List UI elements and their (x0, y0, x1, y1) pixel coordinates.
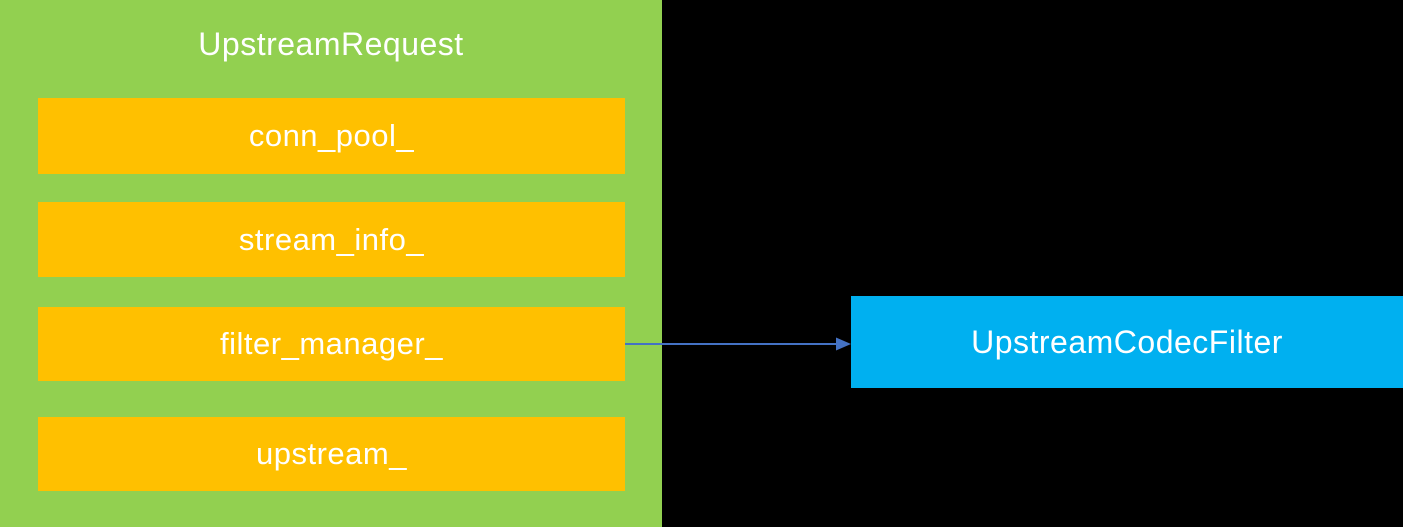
member-filter-manager-label: filter_manager_ (220, 326, 443, 361)
member-upstream: upstream_ (38, 417, 625, 491)
container-title: UpstreamRequest (198, 26, 464, 62)
member-upstream-label: upstream_ (256, 436, 407, 471)
member-filter-manager: filter_manager_ (38, 307, 625, 381)
upstream-codec-filter-label: UpstreamCodecFilter (971, 323, 1283, 360)
member-stream-info-label: stream_info_ (238, 221, 425, 257)
member-stream-info: stream_info_ (38, 202, 625, 277)
upstream-codec-filter-box: UpstreamCodecFilter (851, 296, 1403, 388)
member-conn-pool: conn_pool_ (38, 98, 625, 174)
arrow-filter-manager-to-codec-filter (625, 337, 851, 351)
upstream-request-container: UpstreamRequest conn_pool_ stream_info_ … (0, 0, 662, 527)
member-conn-pool-label: conn_pool_ (248, 118, 415, 153)
